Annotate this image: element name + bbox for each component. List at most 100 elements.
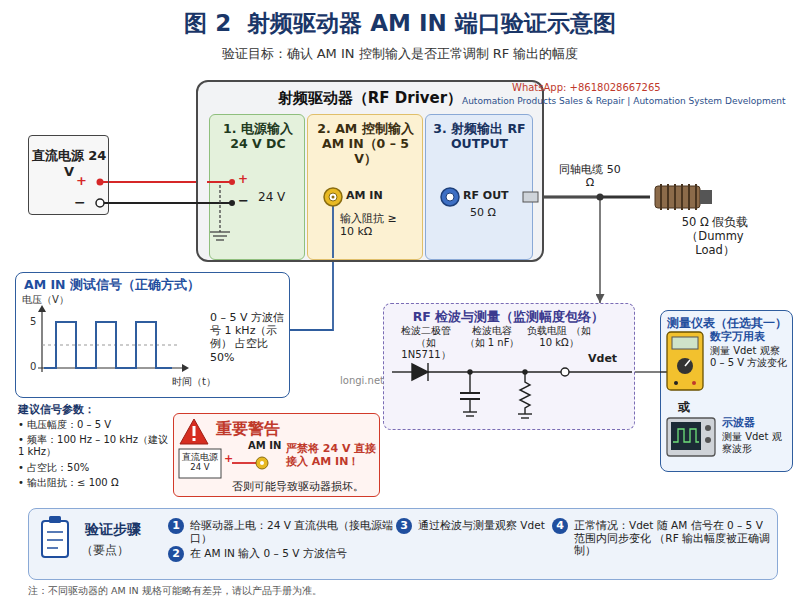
power-terminals [96,179,235,208]
wire [635,371,660,373]
component-label: 负载电阻 （如 10 kΩ） [526,325,592,349]
power-supply-box: 直流电源 24 V [28,135,109,215]
rf-out-connector-part [597,194,604,201]
instrument-name: 数字万用表 [710,330,765,343]
power-terminals-part [100,181,108,183]
detector-circuit-part [523,370,527,374]
component-label: 检波二极管 （如 1N5711） [393,325,459,361]
power-terminals-part [96,199,104,207]
detector-circuit-part [412,364,428,380]
step-text: 给驱动器上电：24 V 直流供电（接电源端口） [190,519,395,544]
detector-circuit-part [569,371,632,372]
dummy-load-icon-part [655,186,700,208]
power-terminals-part [100,202,232,204]
node-heading: RF 检波与测量（监测幅度包络） [384,309,633,324]
axis-tick: 5 [30,316,36,328]
step-markers-part [47,547,58,549]
square-wave-chart-part [182,364,189,372]
dummy-load-icon [655,184,712,210]
step-markers-part [396,518,412,534]
terminal-sign: − [74,194,86,211]
axis-label: 电压（V） [22,294,69,306]
step-markers-part [552,518,568,534]
detector-circuit [392,363,668,418]
impedance-label: 50 Ω [470,206,496,219]
test-signal-panel: AM IN 测试信号（正确方式）0 – 5 V 方波信号 1 kHz（示例） 占… [15,272,290,398]
step-markers-part [168,546,184,562]
node-body: 否则可能导致驱动器损坏。 [232,480,377,493]
step-number: 3 [396,519,412,532]
detector-circuit-part [521,417,529,418]
node-body: 严禁将 24 V 直接接入 AM IN！ [286,442,378,468]
dummy-load-icon-part [681,184,683,210]
dummy-load: 50 Ω 假负载 （Dummy Load） [650,180,775,262]
detector-circuit-part [460,392,480,394]
warning-icon-part [179,449,221,478]
dummy-load-icon-part [695,184,697,210]
dummy-load-icon-part [700,190,712,204]
param-item: • 电压幅度：0 – 5 V [18,419,111,431]
ground-symbol-part [219,185,220,232]
node-heading: 重要警告 [216,419,316,438]
dummy-load-icon-part [688,184,690,210]
oscilloscope-icon-part [667,418,715,456]
or-label: 或 [678,400,690,414]
detector-circuit-part [469,399,470,412]
detector-circuit-part [469,372,470,393]
instrument-note: 测量 Vdet 观察波形 [722,431,788,455]
rf-out-connector-part [523,192,538,202]
node-body: 0 – 5 V 方波信号 1 kHz（示例） 占空比 50% [210,311,288,364]
warning-icon-part [256,457,268,469]
ground-symbol-part [216,239,224,240]
power-terminals-part [97,179,104,186]
square-wave-chart-part [41,308,42,372]
step-text: 正常情况：Vdet 随 AM 信号在 0 – 5 V 范围内同步变化 （RF 输… [574,519,772,557]
instrument-name: 示波器 [722,416,755,429]
square-wave-chart-part [38,367,184,368]
terminal-sign: + [76,173,87,189]
am-in-connector-part [324,188,342,206]
square-wave-chart-part [42,345,178,346]
detector-circuit-part [660,371,668,372]
watermark: longi.net [340,375,384,387]
detector-circuit-part [561,368,569,376]
square-wave-chart-part [38,305,46,312]
voltage-label: 24 V [258,190,285,204]
multimeter-icon-part [677,358,693,374]
detector-circuit-part [427,363,428,381]
port-name: AM IN [346,189,383,202]
oscilloscope-icon-part [705,425,711,431]
node-heading: 50 Ω 假负载 （Dummy Load） [665,216,765,257]
oscilloscope-icon-part [673,429,699,442]
multimeter-icon-part [672,337,698,349]
detector-circuit-part [468,370,472,374]
detector-circuit-part [428,371,561,372]
signal-name: Vdet [588,352,617,365]
step-number: 1 [168,519,184,532]
axis-label: 时间（t） [172,376,216,388]
axis-tick: 0 [30,361,36,373]
steps-panel: 验证步骤（要点） [28,508,778,580]
multimeter-icon-part [692,381,696,385]
warning-icon-part [193,426,196,436]
ground-symbol [210,185,230,240]
warning-icon-part [193,438,196,441]
step-markers-part [49,516,61,523]
detector-panel: RF 检波与测量（监测幅度包络） [383,303,635,430]
rf-out-connector-part [441,188,459,206]
impedance-note: 输入阻抗 ≥ 10 kΩ [340,212,406,238]
title: 图 2 射频驱动器 AM IN 端口验证示意图 [0,10,800,38]
node-heading: 1. 电源输入 24 V DC [213,121,303,151]
multimeter-icon-part [667,332,703,390]
node-heading: 2. AM 控制输入 AM IN（0 – 5 V） [310,121,421,166]
param-item: • 频率：100 Hz – 10 kHz（建议 1 kHz） [18,434,168,458]
instrument-note: 测量 Vdet 观察 0 – 5 V 方波变化 [710,345,788,369]
step-markers [42,516,568,562]
power-terminals-part [229,179,235,185]
subtitle: 验证目标：确认 AM IN 控制输入是否正常调制 RF 输出的幅度 [0,46,800,62]
terminal-sign: − [238,193,249,209]
terminal-sign: + [238,172,248,186]
step-markers-part [168,518,184,534]
footnote: 注：不同驱动器的 AM IN 规格可能略有差异，请以产品手册为准。 [28,585,322,596]
detector-circuit-part [466,415,474,416]
